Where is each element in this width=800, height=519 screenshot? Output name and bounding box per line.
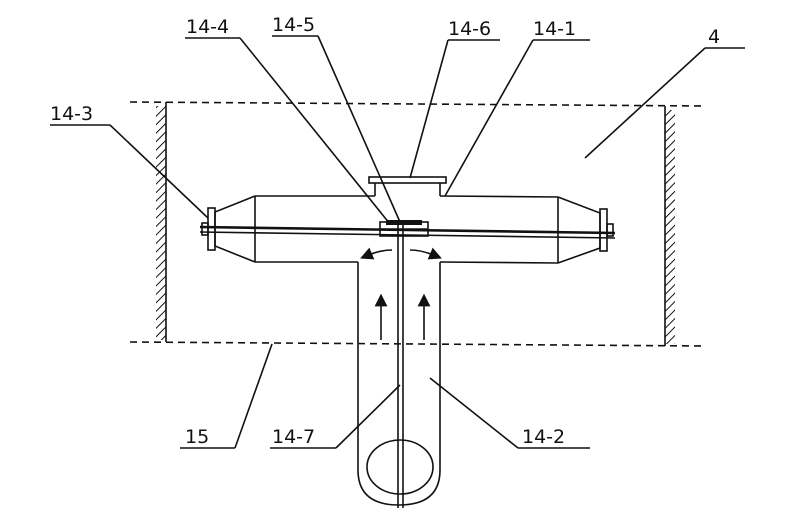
label-14-3: 14-3 bbox=[50, 103, 93, 125]
label-4: 4 bbox=[708, 26, 720, 48]
central-rod bbox=[397, 225, 404, 508]
label-14-1: 14-1 bbox=[533, 18, 576, 40]
right-wall-hatch bbox=[665, 110, 675, 344]
label-14-6: 14-6 bbox=[448, 18, 491, 40]
left-wall-hatch bbox=[156, 106, 166, 340]
label-14-7: 14-7 bbox=[272, 426, 315, 448]
label-14-2: 14-2 bbox=[522, 426, 565, 448]
label-15: 15 bbox=[185, 426, 209, 448]
leader-lines bbox=[50, 35, 745, 449]
outlet-nozzle bbox=[368, 176, 447, 196]
left-flange bbox=[201, 207, 216, 251]
flow-arrows bbox=[360, 247, 442, 340]
center-hub bbox=[379, 220, 429, 237]
vertical-pipe bbox=[357, 262, 441, 506]
label-14-5: 14-5 bbox=[272, 14, 315, 36]
through-shaft bbox=[199, 225, 616, 235]
label-14-4: 14-4 bbox=[186, 16, 229, 38]
right-flange bbox=[599, 208, 614, 252]
